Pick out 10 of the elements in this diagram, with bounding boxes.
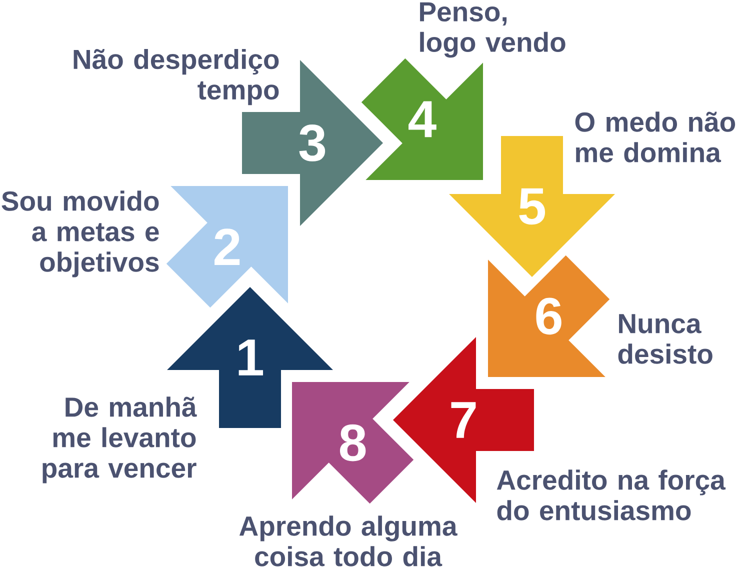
step-label: Aprendo alguma coisa todo dia bbox=[239, 516, 458, 566]
numbered-step: 4 bbox=[361, 58, 483, 180]
numbered-step: 6 bbox=[488, 255, 610, 377]
step-label: Sou movido a metas e objetivos bbox=[2, 190, 159, 278]
step-label: O medo não me domina bbox=[575, 112, 736, 162]
numbered-step: 8 bbox=[292, 382, 414, 504]
step-label: Penso, logo vendo bbox=[420, 2, 566, 58]
step-label: Não desperdiço tempo bbox=[74, 48, 279, 106]
step-label: Nunca desisto bbox=[618, 314, 712, 364]
numbered-step: 2 bbox=[166, 186, 288, 308]
